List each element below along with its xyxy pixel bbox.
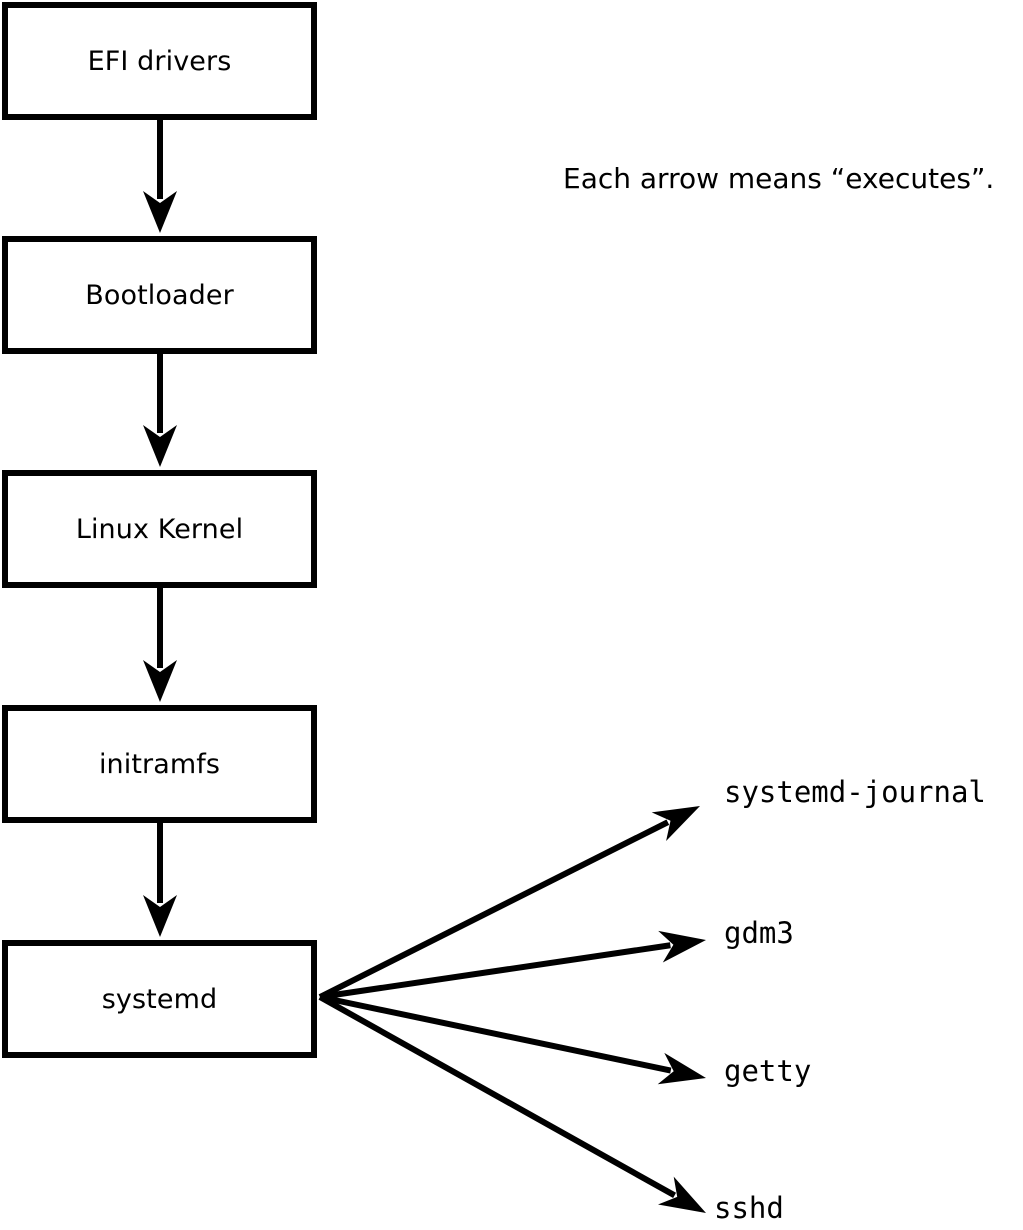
node-systemd: systemd: [2, 940, 317, 1058]
chain-arrow-efi-drivers-to-bootloader: [143, 120, 177, 233]
chain-arrow-linux-kernel-to-initramfs: [143, 588, 177, 702]
node-linux-kernel: Linux Kernel: [2, 470, 317, 588]
node-label: Linux Kernel: [75, 513, 244, 545]
fan-arrow-systemd-to-sshd: [318, 994, 706, 1213]
chain-arrow-bootloader-to-linux-kernel: [143, 354, 177, 467]
fan-arrow-systemd-to-gdm3: [319, 930, 706, 1000]
diagram-caption: Each arrow means “executes”.: [563, 162, 995, 195]
node-initramfs: initramfs: [2, 705, 317, 823]
node-label: systemd: [101, 983, 218, 1015]
fan-arrow-systemd-to-systemd-journal: [318, 806, 700, 1000]
fan-arrow-systemd-to-getty: [319, 994, 706, 1085]
node-bootloader: Bootloader: [2, 236, 317, 354]
service-label-sshd: sshd: [714, 1191, 784, 1225]
node-efi-drivers: EFI drivers: [2, 2, 317, 120]
node-label: EFI drivers: [87, 45, 232, 77]
fan-arrow-layer: [318, 806, 706, 1213]
chain-arrow-layer: [143, 120, 177, 937]
node-label: Bootloader: [85, 279, 234, 311]
service-label-gdm3: gdm3: [724, 916, 794, 950]
service-label-getty: getty: [724, 1054, 812, 1088]
service-label-systemd-journal: systemd-journal: [724, 775, 986, 809]
chain-arrow-initramfs-to-systemd: [143, 823, 177, 937]
node-label: initramfs: [98, 748, 221, 780]
